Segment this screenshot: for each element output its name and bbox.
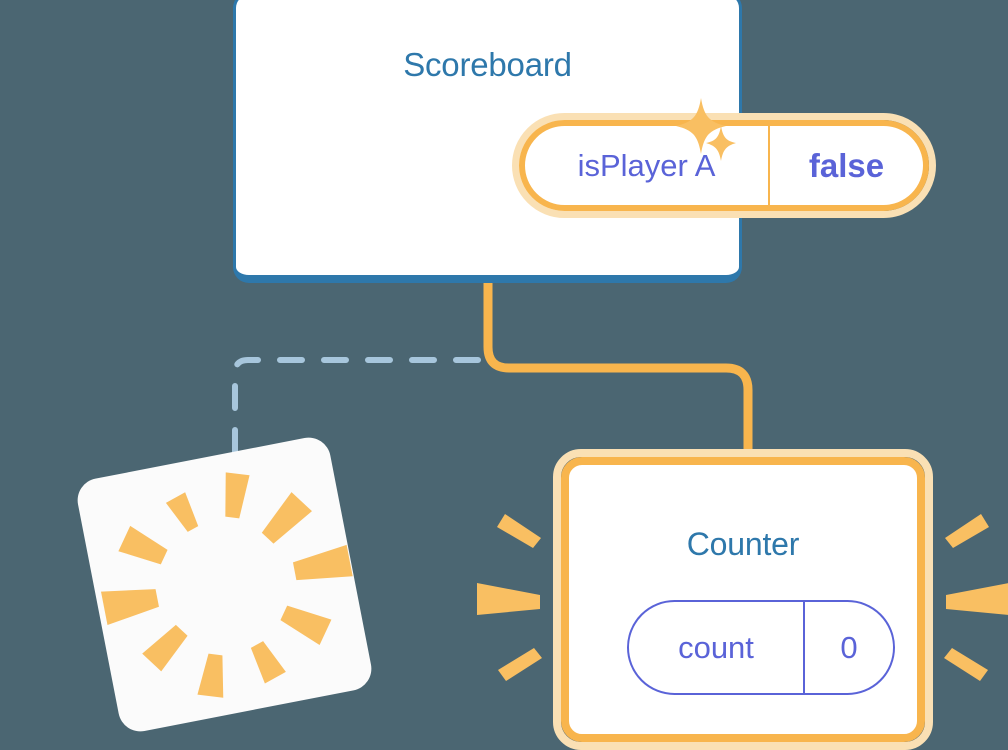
pill-value-label: false <box>808 146 885 184</box>
counter-card-inner: Counter count 0 <box>561 457 925 742</box>
pill-body[interactable]: isPlayer A false <box>519 120 929 211</box>
counter-state-pill[interactable]: count 0 <box>627 600 895 695</box>
scoreboard-card[interactable]: Scoreboard isPlayer A false <box>233 0 936 283</box>
connector-dashed-scoreboard-to-ghost <box>232 357 481 473</box>
ghost-card <box>73 433 376 736</box>
connector-solid-scoreboard-to-counter <box>483 282 753 452</box>
pill-key-label: isPlayer A <box>525 126 770 205</box>
pill-key-label: count <box>629 602 805 693</box>
scoreboard-title: Scoreboard <box>403 46 572 83</box>
pill-value-label: 0 <box>840 629 858 665</box>
scoreboard-state-pill[interactable]: isPlayer A false <box>512 113 936 218</box>
counter-title: Counter <box>686 526 800 562</box>
counter-card[interactable]: Counter count 0 <box>553 449 933 750</box>
